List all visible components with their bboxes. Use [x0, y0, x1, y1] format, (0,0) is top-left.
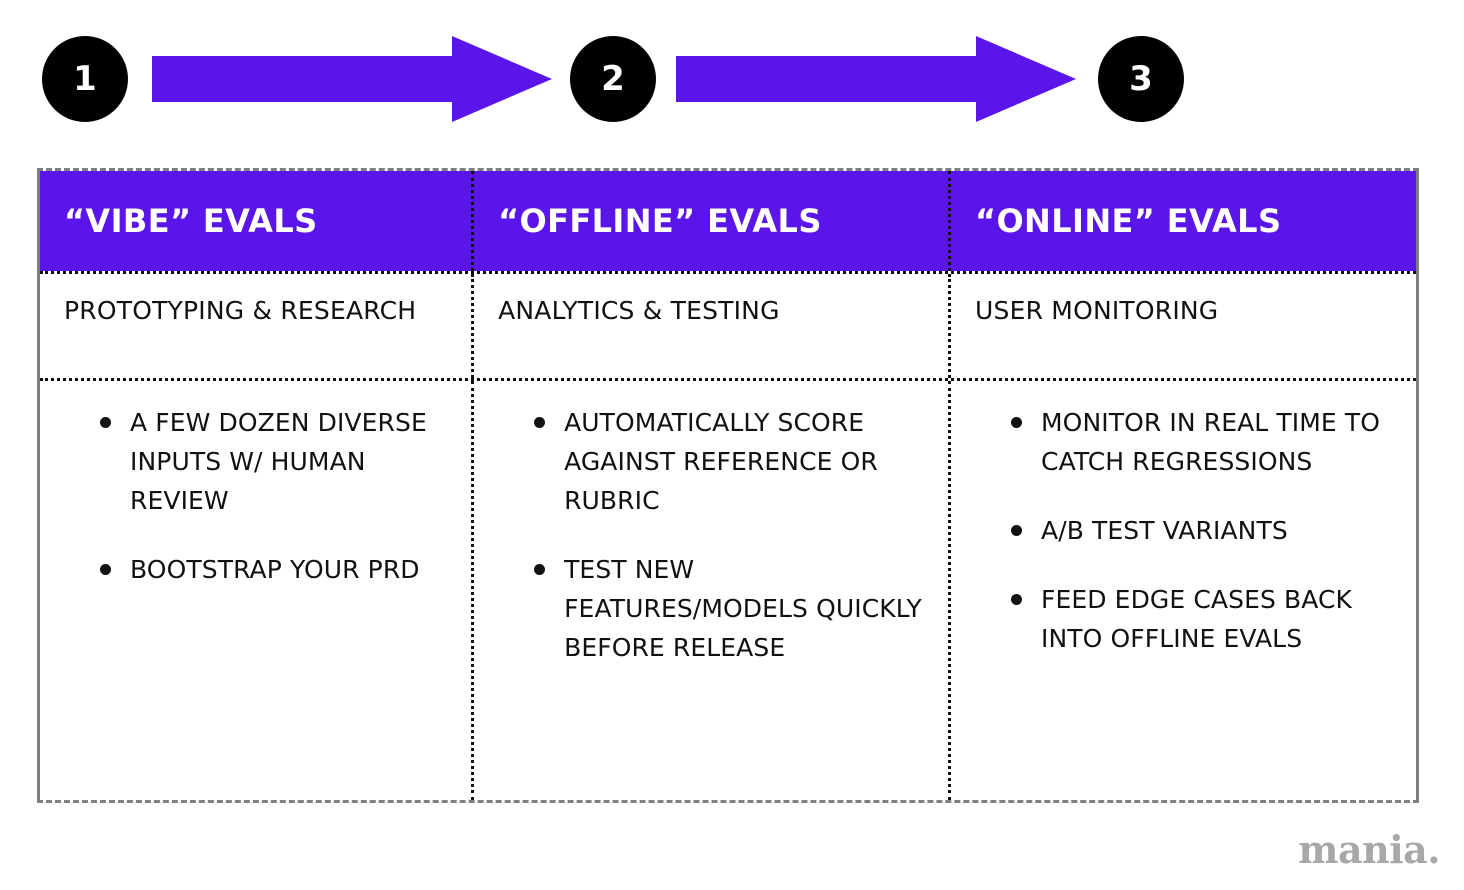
column-bullets-vibe-evals: A FEW DOZEN DIVERSE INPUTS W/ HUMAN REVI…	[40, 381, 471, 800]
brand-watermark: mania.	[1298, 827, 1440, 872]
table-header-row: “VIBE” EVALS “OFFLINE” EVALS “ONLINE” EV…	[40, 171, 1416, 271]
bullet-list: A FEW DOZEN DIVERSE INPUTS W/ HUMAN REVI…	[58, 403, 453, 589]
step-number-3: 3	[1129, 59, 1153, 99]
list-item-label: A FEW DOZEN DIVERSE INPUTS W/ HUMAN REVI…	[130, 408, 427, 515]
list-item-label: TEST NEW FEATURES/MODELS QUICKLY BEFORE …	[564, 555, 922, 662]
bullet-list: MONITOR IN REAL TIME TO CATCH REGRESSION…	[969, 403, 1398, 658]
list-item-label: AUTOMATICALLY SCORE AGAINST REFERENCE OR…	[564, 408, 878, 515]
list-item-label: BOOTSTRAP YOUR PRD	[130, 555, 420, 584]
step-circle-3: 3	[1098, 36, 1184, 122]
process-steps-strip: 1 2 3	[0, 0, 1464, 160]
column-header-offline-evals: “OFFLINE” EVALS	[471, 171, 949, 271]
step-number-2: 2	[601, 59, 625, 99]
column-bullets-online-evals: MONITOR IN REAL TIME TO CATCH REGRESSION…	[948, 381, 1416, 800]
step-circle-2: 2	[570, 36, 656, 122]
list-item-label: FEED EDGE CASES BACK INTO OFFLINE EVALS	[1041, 585, 1353, 653]
table-subtitle-row: PROTOTYPING & RESEARCH ANALYTICS & TESTI…	[40, 271, 1416, 378]
bullet-dot-icon	[1011, 594, 1023, 605]
step-number-1: 1	[73, 59, 97, 99]
bullet-dot-icon	[100, 417, 111, 428]
list-item: BOOTSTRAP YOUR PRD	[58, 550, 453, 589]
bullet-dot-icon	[1011, 417, 1023, 428]
column-subtitle-offline-evals: ANALYTICS & TESTING	[471, 274, 948, 378]
column-header-vibe-evals: “VIBE” EVALS	[40, 171, 472, 271]
list-item: A FEW DOZEN DIVERSE INPUTS W/ HUMAN REVI…	[58, 403, 453, 520]
bullet-list: AUTOMATICALLY SCORE AGAINST REFERENCE OR…	[492, 403, 930, 667]
arrow-step-1-to-2	[152, 36, 552, 122]
list-item: FEED EDGE CASES BACK INTO OFFLINE EVALS	[969, 580, 1398, 658]
column-bullets-offline-evals: AUTOMATICALLY SCORE AGAINST REFERENCE OR…	[471, 381, 948, 800]
bullet-dot-icon	[1011, 525, 1023, 536]
bullet-dot-icon	[100, 564, 111, 575]
column-header-label: “ONLINE” EVALS	[975, 202, 1282, 240]
arrow-step-2-to-3	[676, 36, 1076, 122]
bullet-dot-icon	[534, 564, 546, 575]
column-subtitle-online-evals: USER MONITORING	[948, 274, 1416, 378]
list-item-label: A/B TEST VARIANTS	[1041, 516, 1288, 545]
table-bullets-row: A FEW DOZEN DIVERSE INPUTS W/ HUMAN REVI…	[40, 378, 1416, 800]
evals-comparison-table: “VIBE” EVALS “OFFLINE” EVALS “ONLINE” EV…	[37, 168, 1419, 803]
column-header-label: “VIBE” EVALS	[64, 202, 318, 240]
list-item: TEST NEW FEATURES/MODELS QUICKLY BEFORE …	[492, 550, 930, 667]
step-circle-1: 1	[42, 36, 128, 122]
list-item: A/B TEST VARIANTS	[969, 511, 1398, 550]
column-header-online-evals: “ONLINE” EVALS	[948, 171, 1416, 271]
list-item: AUTOMATICALLY SCORE AGAINST REFERENCE OR…	[492, 403, 930, 520]
list-item-label: MONITOR IN REAL TIME TO CATCH REGRESSION…	[1041, 408, 1380, 476]
bullet-dot-icon	[534, 417, 546, 428]
column-subtitle-vibe-evals: PROTOTYPING & RESEARCH	[64, 296, 417, 325]
column-header-label: “OFFLINE” EVALS	[498, 202, 822, 240]
list-item: MONITOR IN REAL TIME TO CATCH REGRESSION…	[969, 403, 1398, 481]
